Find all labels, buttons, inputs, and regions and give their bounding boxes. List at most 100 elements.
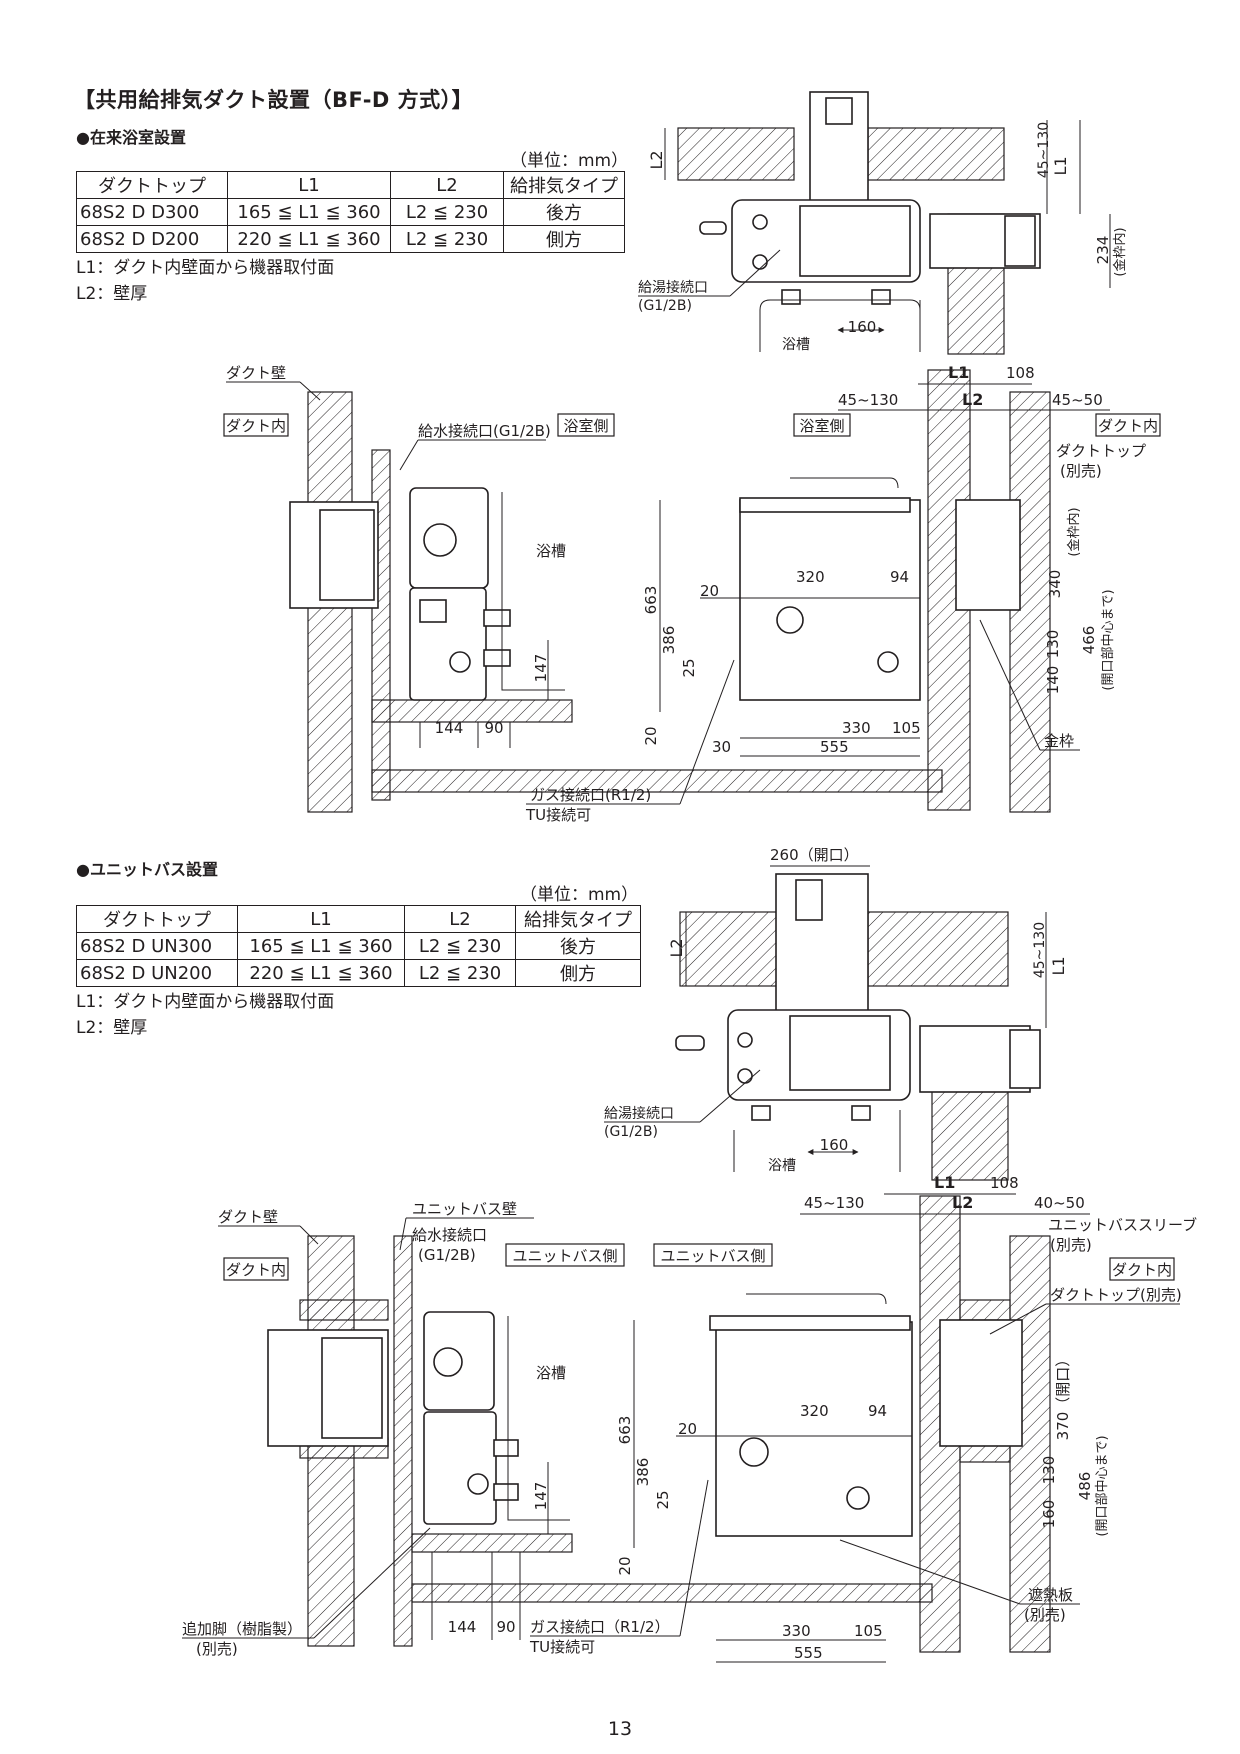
dim-108: 108 [1006, 364, 1035, 382]
opening-circle-icon [877, 651, 899, 673]
dim-105: 105 [854, 1622, 883, 1640]
ceiling-wall-right [867, 127, 1005, 181]
duct-top-cap [825, 97, 853, 125]
label-frame: 金枠 [1044, 732, 1074, 750]
label-duct-top: ダクトトップ [1056, 442, 1146, 460]
label-bath-side: 浴室側 [799, 417, 844, 435]
boiler-panel [799, 205, 911, 277]
dim-386: 386 [634, 1458, 652, 1487]
dim-144: 144 [435, 719, 464, 737]
dim-20: 20 [642, 726, 660, 745]
label-unitbath-sleeve: ユニットバススリーブ [1048, 1216, 1197, 1234]
ceiling-slab [959, 1299, 1011, 1321]
dim-20b: 20 [678, 1420, 697, 1438]
pipe-fitting [483, 609, 511, 627]
label-gas-inlet: ガス接続口(R1/2) [530, 786, 651, 804]
valve-icon [737, 1032, 753, 1048]
dim-25: 25 [654, 1490, 672, 1509]
label-box-duct-inside [1095, 413, 1161, 437]
label-heat-shield: 遮熱板 [1028, 1586, 1073, 1604]
opening-circle-icon [776, 606, 804, 634]
dim-45-130: 45~130 [804, 1194, 864, 1212]
label-water-inlet-size: (G1/2B) [418, 1246, 476, 1264]
duct-box [321, 1337, 383, 1439]
label-hot-outlet: 給湯接続口 [638, 279, 708, 296]
dim-l1: L1 [948, 363, 969, 382]
col-l1: L1 [227, 171, 391, 199]
table-row: 68S2 D D200 220 ≦ L1 ≦ 360 L2 ≦ 230 側方 [76, 225, 625, 253]
label-tu-connection: TU接続可 [525, 806, 591, 824]
top-view-unitbath: 260（開口） L2 45~130 L1 160 浴槽 給湯接続口 (G1/2B… [604, 846, 1068, 1181]
col-type: 給排気タイプ [515, 905, 641, 933]
page-title: 【共用給排気ダクト設置（BF-D 方式）】 [74, 88, 474, 112]
dim-386: 386 [660, 626, 678, 655]
note-l2: L2：壁厚 [76, 284, 148, 304]
dim-340: 340 [1046, 570, 1064, 599]
label-duct-inside: ダクト内 [1098, 417, 1158, 435]
dim-45-130: 45~130 [1032, 922, 1048, 978]
cell: 後方 [515, 932, 641, 960]
label-hot-outlet: 給湯接続口 [604, 1105, 674, 1122]
gas-fitting-icon [449, 651, 471, 673]
label-box-duct-inside [1109, 1257, 1175, 1281]
duct-top-side [939, 1319, 1023, 1447]
dim-130: 130 [1044, 630, 1062, 659]
duct-top-side [955, 499, 1021, 611]
floor-lower [371, 769, 943, 793]
dim-l1: L1 [1049, 956, 1068, 975]
foot-icon [851, 1105, 871, 1121]
dim-45-130: 45~130 [838, 391, 898, 409]
dim-94: 94 [890, 568, 909, 586]
dim-320: 320 [800, 1402, 829, 1420]
dim-160: 160 [820, 1136, 849, 1154]
side-view-unitbath-right: ユニットバス側 45~130 L2 L1 108 40~50 ユニットバススリー… [616, 1173, 1197, 1663]
dim-466: 466 [1080, 626, 1098, 655]
cell: L2 ≦ 230 [404, 959, 516, 987]
spec-table-unitbath: ダクトトップ L1 L2 給排気タイプ 68S2 D UN300 165 ≦ L… [76, 905, 641, 987]
dim-105: 105 [892, 719, 921, 737]
label-box-duct-inside [223, 413, 289, 437]
label-tu-connection: TU接続可 [529, 1638, 595, 1656]
dim-160: 160 [848, 318, 877, 336]
boiler-side-body [715, 1321, 913, 1537]
dim-l1: L1 [1051, 156, 1070, 175]
dim-140: 140 [1044, 666, 1062, 695]
label-gas-inlet: ガス接続口（R1/2） [530, 1618, 670, 1636]
pipe-fitting [493, 1439, 519, 1457]
faucet-arm [790, 477, 899, 489]
dial-icon [423, 523, 457, 557]
cell: 側方 [503, 225, 625, 253]
floor [371, 699, 573, 723]
duct-flange [1009, 1029, 1041, 1089]
dim-555: 555 [794, 1644, 823, 1662]
note-l1-2: L1：ダクト内壁面から機器取付面 [76, 992, 335, 1012]
label-opening-370: 370（開口） [1054, 1352, 1072, 1441]
bathtub-outline [733, 1110, 901, 1172]
dim-330: 330 [842, 719, 871, 737]
label-extra-legs-sold-separately: (別売) [196, 1640, 238, 1658]
dim-45-130: 45~130 [1036, 122, 1052, 178]
dim-l2: L2 [667, 938, 686, 957]
label-unitbath-sleeve-sold-separately: (別売) [1050, 1236, 1092, 1254]
side-view-conventional-left: ダクト内 浴室側 ダクト壁 給水接続口(G1/2B) 浴槽 144 90 147 [223, 364, 943, 813]
unit-label-2: （単位：mm） [520, 885, 639, 905]
table-header-row: ダクトトップ L1 L2 給排気タイプ [76, 171, 625, 199]
label-box-duct-inside [223, 1257, 289, 1281]
label-duct-inside: ダクト内 [226, 1261, 286, 1279]
cell: 側方 [515, 959, 641, 987]
label-tub: 浴槽 [536, 542, 566, 560]
dim-147: 147 [532, 654, 550, 683]
table-header-row: ダクトトップ L1 L2 給排気タイプ [76, 905, 641, 933]
label-unitbath-side: ユニットバス側 [660, 1247, 765, 1265]
pipe-fitting [483, 649, 511, 667]
dim-40-50: 40~50 [1034, 1194, 1085, 1212]
label-bath-side: 浴室側 [563, 417, 608, 435]
dim-130: 130 [1040, 1456, 1058, 1485]
pipe-line [507, 1316, 570, 1521]
dim-160b: 160 [1040, 1500, 1058, 1529]
cell: 後方 [503, 198, 625, 226]
cell: L2 ≦ 230 [390, 225, 504, 253]
pipe-line [501, 492, 565, 691]
dim-108: 108 [990, 1174, 1019, 1192]
cell: L2 ≦ 230 [404, 932, 516, 960]
